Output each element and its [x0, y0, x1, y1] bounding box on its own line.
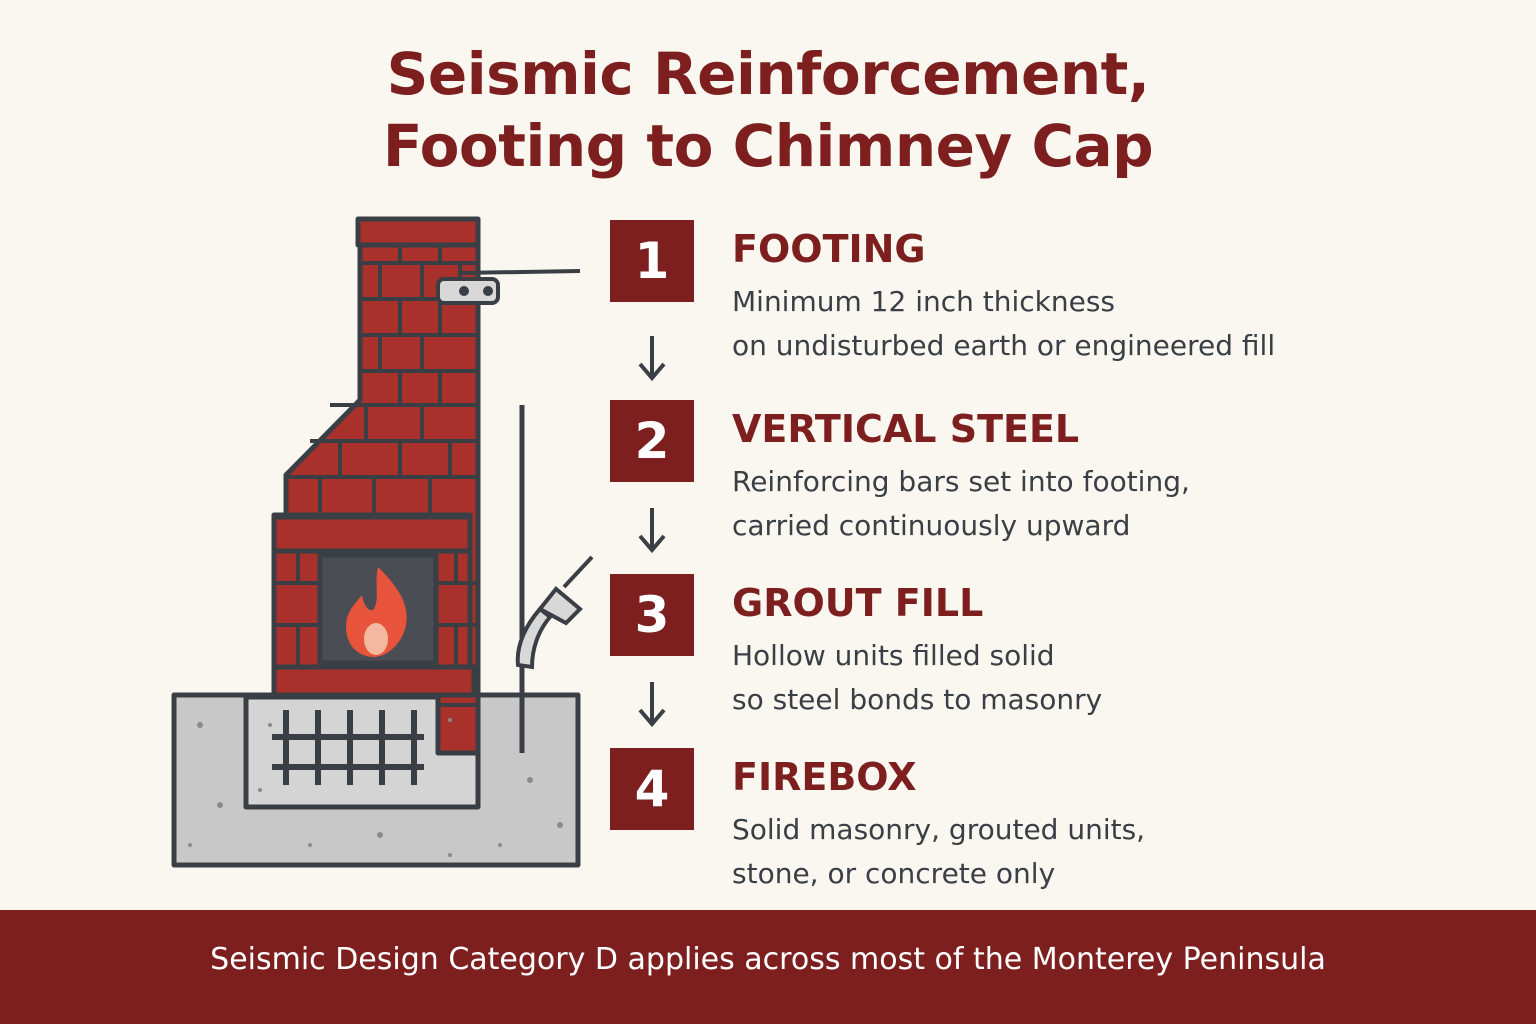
- rebar-grid-icon: [272, 710, 424, 785]
- step-item: 2 VERTICAL STEEL Reinforcing bars set in…: [608, 400, 1508, 550]
- step-description-line: Reinforcing bars set into footing,: [732, 465, 1190, 498]
- page-title: Seismic Reinforcement, Footing to Chimne…: [0, 38, 1536, 182]
- step-description: Hollow units filled solid so steel bonds…: [732, 634, 1102, 722]
- grout-nozzle-icon: [515, 555, 594, 670]
- step-list: 1 FOOTING Minimum 12 inch thickness on u…: [608, 220, 1508, 900]
- step-number: 1: [610, 220, 694, 302]
- step-description-line: stone, or concrete only: [732, 857, 1056, 890]
- chimney-illustration: [160, 205, 600, 885]
- step-title: GROUT FILL: [732, 581, 984, 625]
- step-title: FIREBOX: [732, 755, 917, 799]
- step-description-line: so steel bonds to masonry: [732, 683, 1103, 716]
- hearth-lip: [271, 664, 477, 698]
- mantel: [271, 514, 473, 554]
- step-number: 4: [610, 748, 694, 830]
- step-number: 3: [610, 574, 694, 656]
- footer-banner: Seismic Design Category D applies across…: [0, 910, 1536, 1024]
- title-line-2: Footing to Chimney Cap: [382, 112, 1154, 180]
- arrow-down-icon: [638, 336, 666, 382]
- arrow-down-icon: [638, 682, 666, 728]
- flame-icon: [346, 567, 407, 657]
- step-description-line: Minimum 12 inch thickness: [732, 285, 1116, 318]
- step-description-line: Solid masonry, grouted units,: [732, 813, 1146, 846]
- step-number: 2: [610, 400, 694, 482]
- title-line-1: Seismic Reinforcement,: [386, 40, 1150, 108]
- chimney-icon: [171, 216, 594, 868]
- step-description: Reinforcing bars set into footing, carri…: [732, 460, 1190, 548]
- step-description-line: on undisturbed earth or engineered fill: [732, 329, 1276, 362]
- step-title: VERTICAL STEEL: [732, 407, 1080, 451]
- anchor-strap-icon: [436, 269, 581, 305]
- step-description-line: Hollow units filled solid: [732, 639, 1055, 672]
- step-title: FOOTING: [732, 227, 926, 271]
- arrow-down-icon: [638, 508, 666, 554]
- footer-text: Seismic Design Category D applies across…: [210, 942, 1326, 977]
- step-item: 1 FOOTING Minimum 12 inch thickness on u…: [608, 220, 1508, 370]
- step-description: Solid masonry, grouted units, stone, or …: [732, 808, 1145, 896]
- chimney-cap: [355, 216, 481, 248]
- step-item: 4 FIREBOX Solid masonry, grouted units, …: [608, 748, 1508, 898]
- step-description-line: carried continuously upward: [732, 509, 1131, 542]
- step-description: Minimum 12 inch thickness on undisturbed…: [732, 280, 1275, 368]
- step-item: 3 GROUT FILL Hollow units filled solid s…: [608, 574, 1508, 724]
